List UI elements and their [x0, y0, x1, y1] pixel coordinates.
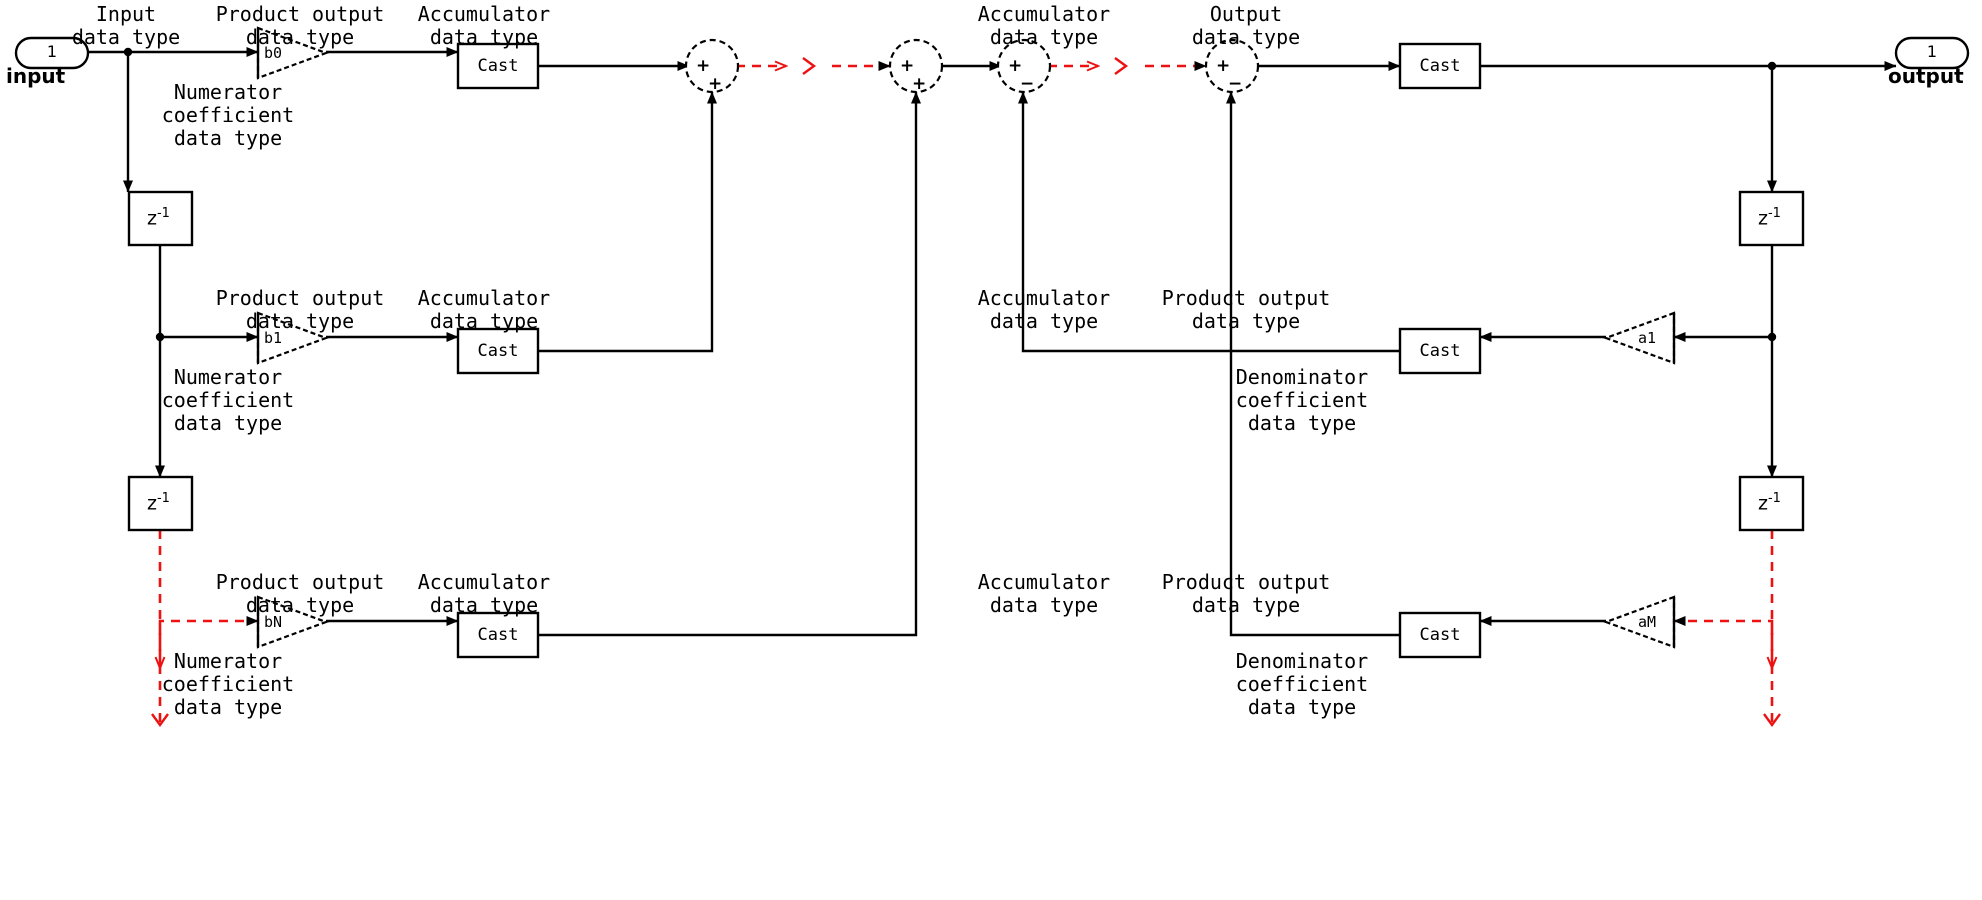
delay-out-1-exp: -1 — [1767, 206, 1781, 221]
cast-a1-shape — [1398, 327, 1482, 375]
gain-aM-label: aM — [1638, 613, 1657, 631]
cast-b1-label: Cast — [477, 341, 519, 361]
junction-b1-tap — [155, 332, 165, 342]
cast-bN-label: Cast — [477, 625, 519, 645]
label-input-data-type: Input data type — [71, 2, 181, 49]
wires-dashed-continuations — [160, 66, 1772, 722]
label-numerator-coef-b1: Numerator coefficient data type — [161, 365, 295, 435]
delay-in-1-exp: -1 — [156, 206, 170, 221]
output-port-number: 1 — [1926, 42, 1938, 61]
label-product-output-bN: Product output data type — [215, 570, 385, 617]
wire-dashed-to-aM — [1673, 616, 1774, 722]
cast-aM-label: Cast — [1419, 625, 1461, 645]
label-output-data-type: Output data type — [1191, 2, 1301, 49]
sum-2-shape — [888, 38, 944, 94]
wire-casta1-to-sum3 — [1018, 91, 1400, 353]
sum-1-sign-bottom: + — [708, 74, 723, 94]
sum-3-sign-left: + — [1008, 56, 1023, 76]
dash-open-head-a — [802, 57, 817, 75]
delay-in-2-base: z — [147, 492, 157, 515]
label-denominator-coef-a1: Denominator coefficient data type — [1235, 365, 1369, 435]
sum-1-sign-left: + — [696, 56, 711, 76]
wire-dashed-to-bN — [158, 616, 259, 722]
label-accumulator-aM: Accumulator data type — [977, 570, 1111, 617]
label-denominator-coef-aM: Denominator coefficient data type — [1235, 649, 1369, 719]
label-numerator-coef-b0: Numerator coefficient data type — [161, 80, 295, 150]
delay-out-2-label: z-1 — [1758, 491, 1781, 514]
wire-castbN-to-sum2 — [538, 91, 921, 637]
label-accumulator-a1: Accumulator data type — [977, 286, 1111, 333]
cast-aM-shape — [1398, 611, 1482, 659]
label-accumulator-b0: Accumulator data type — [417, 2, 551, 49]
delay-in-1-shape — [127, 190, 194, 247]
gain-bN-label: bN — [264, 613, 283, 631]
delay-in-2-label: z-1 — [147, 491, 170, 514]
label-product-output-aM: Product output data type — [1161, 570, 1331, 617]
output-port-shape — [1894, 36, 1970, 70]
label-accumulator-bN: Accumulator data type — [417, 570, 551, 617]
sum-4-sign-left: + — [1216, 56, 1231, 76]
input-port-number: 1 — [46, 42, 58, 61]
junction-output-tap — [1767, 61, 1777, 71]
cast-block-shapes — [456, 42, 1482, 659]
delay-out-2-base: z — [1758, 492, 1768, 515]
cast-a1-label: Cast — [1419, 341, 1461, 361]
delay-out-1-shape — [1738, 190, 1805, 247]
gain-a1-label: a1 — [1638, 329, 1657, 347]
sum-2-sign-left: + — [900, 56, 915, 76]
junction-a1-tap — [1767, 332, 1777, 342]
dash-open-head-c — [151, 713, 169, 728]
junction-input-tap — [123, 47, 133, 57]
dashed-open-terminators — [151, 57, 1781, 728]
sum-4-sign-bottom: − — [1228, 74, 1243, 94]
sum-4-shape — [1204, 38, 1260, 94]
delay-in-2-exp: -1 — [156, 491, 170, 506]
label-product-output-a1: Product output data type — [1161, 286, 1331, 333]
delay-in-1-label: z-1 — [147, 206, 170, 229]
gain-b1-label: b1 — [264, 329, 283, 347]
wire-castaM-to-sum4 — [1226, 91, 1400, 637]
label-accumulator-b1: Accumulator data type — [417, 286, 551, 333]
label-product-output-b0: Product output data type — [215, 2, 385, 49]
cast-b0-label: Cast — [477, 56, 519, 76]
delay-block-shapes — [127, 190, 1805, 532]
dash-open-head-b — [1114, 57, 1129, 75]
delay-out-2-exp: -1 — [1767, 491, 1781, 506]
gain-b0-label: b0 — [264, 44, 283, 62]
sum-3-shape — [996, 38, 1052, 94]
delay-out-1-base: z — [1758, 207, 1768, 230]
input-output-port-shapes — [14, 36, 1970, 70]
sum-2-sign-bottom: + — [912, 74, 927, 94]
delay-in-1-base: z — [147, 207, 157, 230]
delay-in-2-shape — [127, 475, 194, 532]
junction-dots — [123, 47, 1777, 342]
gain-triangle-shapes — [256, 26, 1676, 649]
cast-b1-shape — [456, 327, 540, 375]
label-accumulator-sum4: Accumulator data type — [977, 2, 1111, 49]
delay-out-1-label: z-1 — [1758, 206, 1781, 229]
dash-open-head-d — [1763, 713, 1781, 728]
cast-bN-shape — [456, 611, 540, 659]
wire-castb1-to-sum1 — [538, 91, 717, 353]
delay-out-2-shape — [1738, 475, 1805, 532]
label-product-output-b1: Product output data type — [215, 286, 385, 333]
sum-3-sign-bottom: − — [1020, 74, 1035, 94]
cast-out-label: Cast — [1419, 56, 1461, 76]
adder-circle-shapes — [684, 38, 1260, 94]
wires-forward-path — [62, 47, 1897, 637]
cast-b0-shape — [456, 42, 540, 90]
cast-out-shape — [1398, 42, 1482, 90]
input-port-shape — [14, 36, 90, 70]
sum-1-shape — [684, 38, 740, 94]
output-port-label: output — [1888, 64, 1964, 88]
label-numerator-coef-bN: Numerator coefficient data type — [161, 649, 295, 719]
input-port-label: input — [6, 64, 66, 88]
